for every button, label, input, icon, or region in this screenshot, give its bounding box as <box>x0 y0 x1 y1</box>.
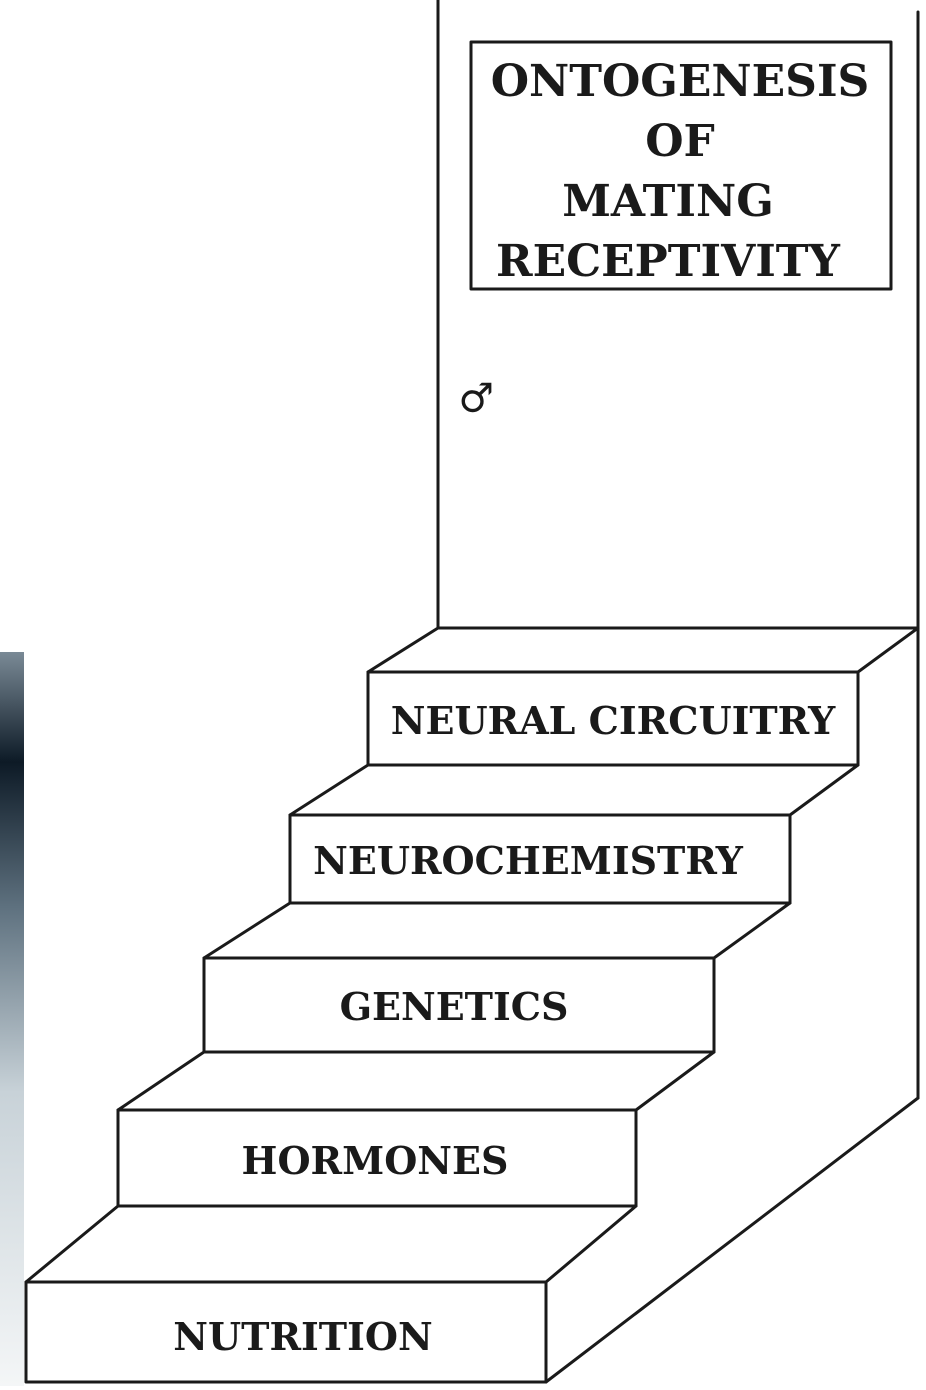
staircase-side-bottom-edge <box>544 1096 920 1384</box>
step-label-neural-circuitry: NEURAL CIRCUITRY <box>391 698 836 743</box>
step-5-tread-right <box>544 1204 638 1284</box>
step-2-tread-left <box>288 763 370 817</box>
title-line-4: RECEPTIVITY <box>496 236 841 287</box>
title-box-frame <box>469 40 893 291</box>
step-label-nutrition: NUTRITION <box>173 1314 432 1359</box>
step-3-tread-right <box>712 901 792 960</box>
step-label-hormones: HORMONES <box>242 1138 509 1183</box>
step-3-riser <box>202 956 716 1054</box>
step-label-genetics: GENETICS <box>340 984 569 1029</box>
step-3-tread-left <box>202 901 292 960</box>
step-4-tread-left <box>116 1050 206 1112</box>
step-label-neurochemistry: NEUROCHEMISTRY <box>313 838 744 883</box>
line-art <box>24 0 920 1384</box>
title-line-3: MATING <box>562 176 774 227</box>
male-symbol-icon: ♂ <box>458 375 494 422</box>
scan-edge-shading <box>0 652 24 1386</box>
title-line-2: OF <box>645 116 715 167</box>
title-line-1: ONTOGENESIS <box>491 56 870 107</box>
step-1-tread-left <box>366 626 440 674</box>
step-4-riser <box>116 1108 638 1208</box>
step-5-tread-left <box>24 1204 120 1284</box>
step-labels: NEURAL CIRCUITRY NEUROCHEMISTRY GENETICS… <box>173 698 836 1359</box>
step-2-riser <box>288 813 792 905</box>
step-1-tread-right <box>856 626 920 674</box>
title-block: ONTOGENESIS OF MATING RECEPTIVITY <box>491 56 870 287</box>
step-1-riser <box>366 670 860 767</box>
step-4-tread-right <box>634 1050 716 1112</box>
step-2-tread-right <box>788 763 860 817</box>
step-5-riser <box>24 1280 548 1384</box>
